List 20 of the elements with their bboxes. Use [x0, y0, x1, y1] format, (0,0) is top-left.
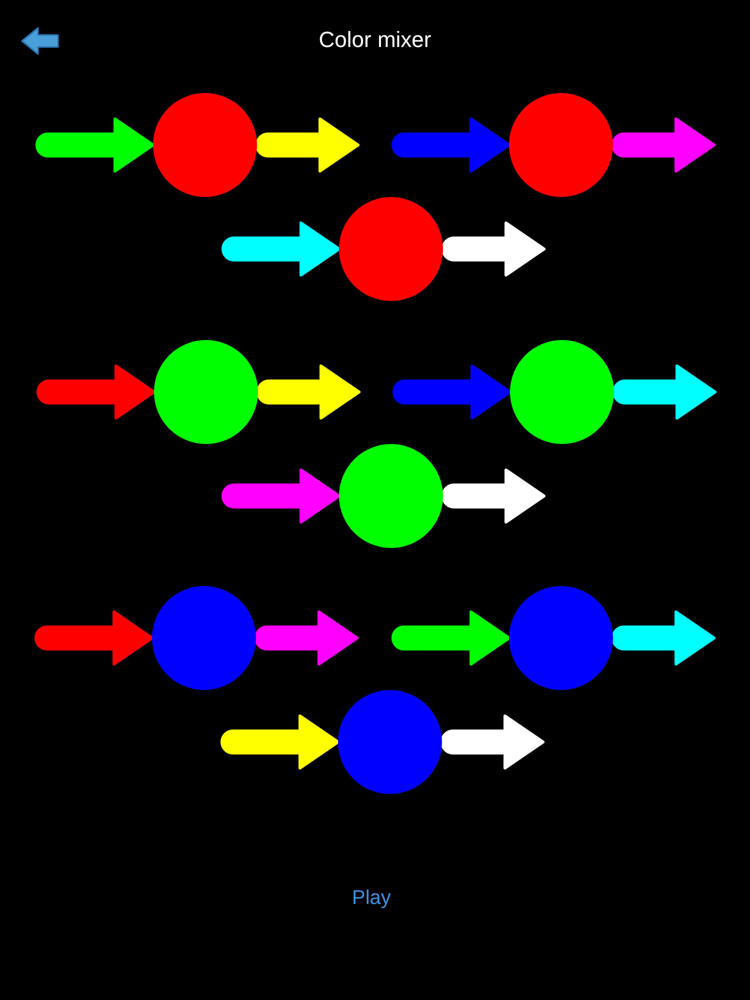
- arrow: [256, 364, 360, 420]
- arrow: [440, 714, 544, 770]
- arrow: [36, 364, 156, 420]
- screen-title: Color mixer: [318, 27, 432, 53]
- arrow: [612, 118, 716, 172]
- arrow: [222, 222, 340, 276]
- arrow: [34, 610, 154, 666]
- arrow: [442, 222, 546, 276]
- arrow: [612, 610, 716, 666]
- arrow: [392, 364, 512, 420]
- arrow: [36, 118, 154, 172]
- play-link: Play: [352, 887, 391, 910]
- arrow: [256, 118, 360, 172]
- arrow: [392, 118, 510, 172]
- arrow: [392, 610, 510, 666]
- arrow: [254, 610, 358, 666]
- arrow: [222, 468, 340, 524]
- arrow: [612, 364, 716, 420]
- arrow: [442, 468, 546, 524]
- arrow: [220, 714, 340, 770]
